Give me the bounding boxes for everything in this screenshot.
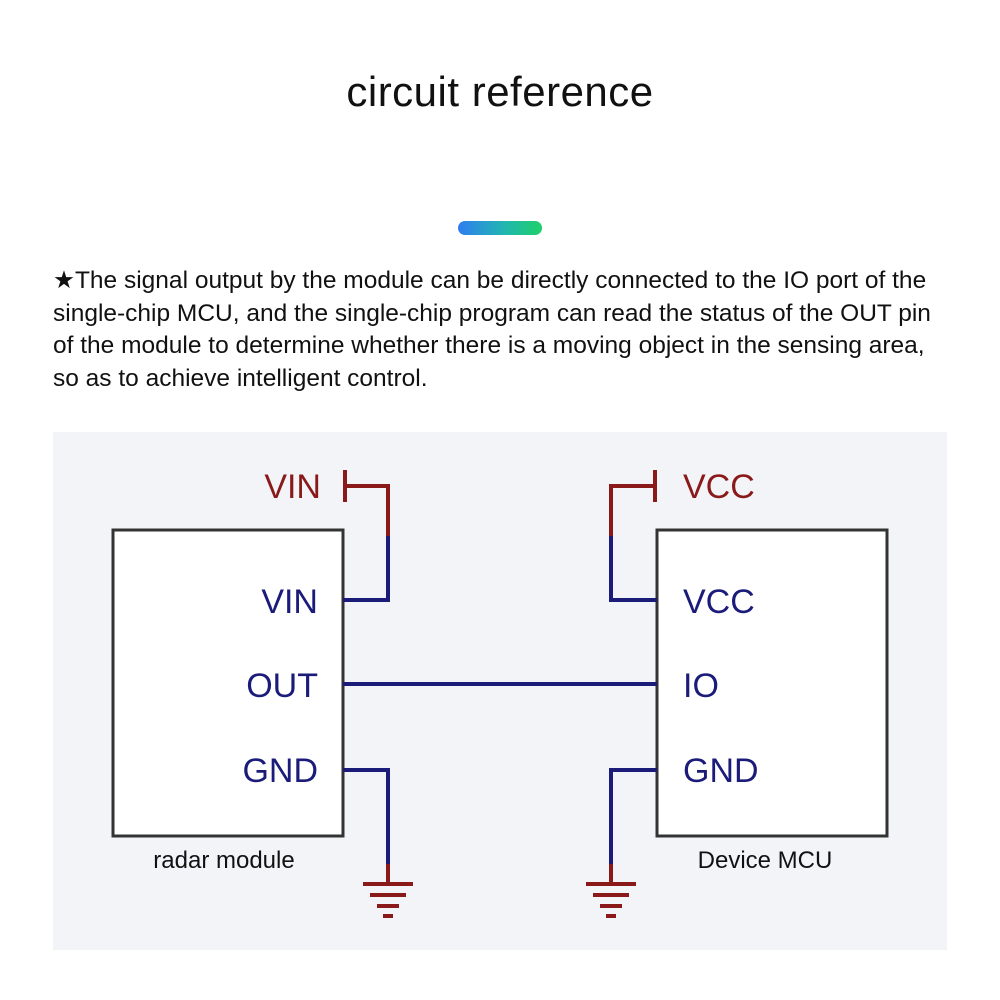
vcc-supply-label: VCC	[683, 468, 755, 506]
right-pin-vcc-label: VCC	[683, 583, 755, 621]
device-mcu-caption: Device MCU	[698, 847, 833, 874]
vcc-pin-wire	[609, 536, 657, 602]
circuit-diagram: VIN VCC VIN OUT GND VCC IO GND radar mod…	[111, 468, 889, 918]
left-pin-vin-label: VIN	[261, 583, 318, 621]
left-pin-out-label: OUT	[246, 667, 318, 705]
left-pin-gnd-label: GND	[242, 752, 318, 790]
vcc-supply-wire	[609, 484, 655, 536]
right-pin-gnd-label: GND	[683, 752, 759, 790]
radar-module-caption: radar module	[153, 847, 294, 874]
title-accent-bar	[458, 221, 542, 235]
vin-supply-label: VIN	[264, 468, 321, 506]
left-ground-icon	[363, 882, 413, 918]
right-ground-icon	[586, 882, 636, 918]
vin-supply-wire	[345, 484, 390, 536]
star-icon: ★	[53, 267, 75, 294]
description-body: The signal output by the module can be d…	[53, 267, 931, 392]
page-title: circuit reference	[346, 68, 654, 115]
right-gnd-wire	[609, 768, 657, 864]
radar-module-box	[111, 528, 345, 838]
vin-pin-wire	[343, 536, 390, 602]
description-text: ★The signal output by the module can be …	[53, 265, 953, 395]
device-mcu-box	[655, 528, 889, 838]
circuit-diagram-panel: VIN VCC VIN OUT GND VCC IO GND radar mod…	[53, 432, 947, 950]
left-gnd-wire	[343, 768, 390, 864]
right-pin-io-label: IO	[683, 667, 719, 705]
